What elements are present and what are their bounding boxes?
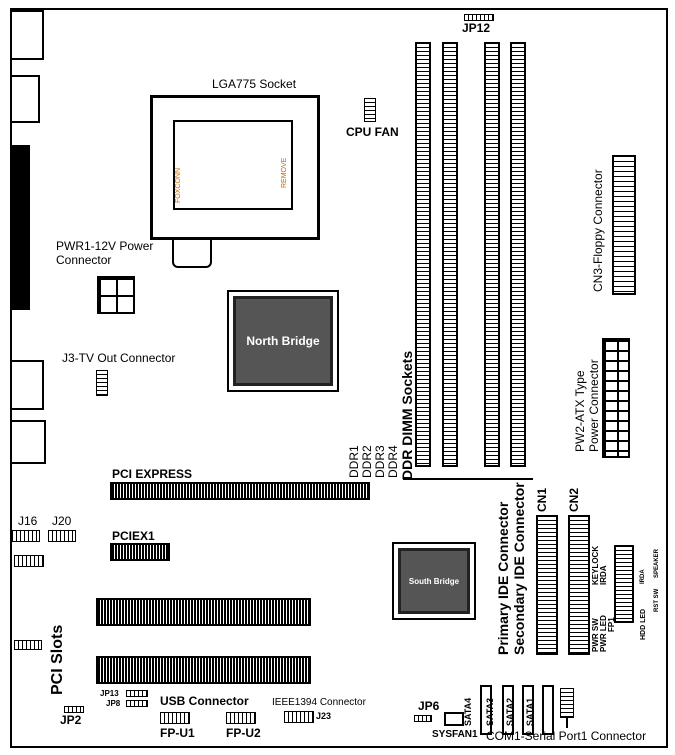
j20-label: J20	[52, 514, 72, 528]
fp1-header[interactable]	[614, 545, 634, 623]
atx-label-1: PW2-ATX Type	[573, 370, 587, 452]
pci-express-label: PCI EXPRESS	[112, 467, 193, 481]
j20-header	[48, 530, 76, 542]
audio-header	[14, 555, 44, 567]
north-bridge-chip: North Bridge	[233, 296, 333, 386]
socket-logo: FOXCONN	[175, 168, 182, 203]
pci-express-slot[interactable]	[110, 482, 370, 500]
jp6-header	[414, 715, 432, 722]
sata1-port[interactable]	[542, 685, 554, 735]
fp-u2-header[interactable]	[226, 712, 256, 724]
j23-header[interactable]	[284, 711, 314, 723]
ddr3-label: DDR3	[373, 445, 387, 478]
sata4-label: SATA4	[463, 697, 473, 726]
primary-ide-label: Primary IDE Connector	[495, 501, 511, 655]
jp6-label: JP6	[418, 699, 440, 713]
pci-slots-label: PCI Slots	[49, 624, 66, 695]
sysfan1-header[interactable]	[444, 712, 464, 726]
north-bridge-label: North Bridge	[246, 334, 320, 348]
cpu-fan-label: CPU FAN	[346, 125, 399, 139]
io-ps2-ports	[10, 10, 44, 60]
dimm-slot-ddr2[interactable]	[442, 42, 458, 467]
jp8-label: JP8	[106, 699, 121, 708]
ddr1-label: DDR1	[347, 445, 361, 478]
socket-remove-text: REMOVE	[281, 157, 288, 188]
fp-rst-sw-label: RST SW	[654, 588, 660, 612]
com-header-small	[14, 640, 42, 650]
south-bridge-label: South Bridge	[408, 576, 460, 586]
cn2-label: CN2	[567, 487, 581, 512]
dimm-sockets-label: DDR DIMM Sockets	[399, 350, 415, 480]
cn1-label: CN1	[535, 487, 549, 512]
com1-header[interactable]	[560, 688, 574, 718]
pciex1-label: PCIEX1	[112, 529, 155, 543]
lga775-socket: FOXCONN REMOVE	[150, 95, 320, 240]
ddr4-label: DDR4	[386, 445, 400, 478]
j16-label: J16	[18, 514, 38, 528]
fp-irda2-label: IRDA	[640, 569, 646, 584]
io-audio-ports	[10, 420, 46, 464]
jp13-header	[126, 690, 148, 697]
floppy-connector[interactable]	[612, 155, 636, 295]
secondary-ide-label: Secondary IDE Connector	[511, 482, 527, 655]
sata3-port[interactable]	[502, 685, 514, 735]
fp-speaker-label: SPEAKER	[654, 548, 660, 578]
pciex1-slot[interactable]	[110, 543, 170, 561]
jp12-label: JP12	[462, 21, 491, 35]
sata4-port[interactable]	[480, 685, 492, 735]
pwr1-label-1: PWR1-12V Power	[56, 239, 154, 253]
jp2-label: JP2	[60, 713, 82, 727]
dimm-slot-ddr3[interactable]	[484, 42, 500, 467]
pci-slot-1[interactable]	[96, 598, 311, 626]
fp-u2-label: FP-U2	[226, 726, 261, 740]
jp13-label: JP13	[100, 689, 119, 698]
dimm-slot-ddr1[interactable]	[415, 42, 431, 467]
primary-ide-connector[interactable]	[536, 515, 558, 655]
pwr1-label-2: Connector	[56, 253, 112, 267]
atx-power-connector[interactable]	[602, 338, 630, 458]
secondary-ide-connector[interactable]	[568, 515, 590, 655]
sysfan1-label: SYSFAN1	[432, 729, 478, 740]
jp2-header	[64, 706, 84, 713]
ddr2-label: DDR2	[360, 445, 374, 478]
fp-u1-header[interactable]	[160, 712, 190, 724]
io-parallel-port	[10, 145, 30, 310]
socket-lever	[172, 240, 212, 268]
com1-label: COM1-Serial Port1 Connector	[486, 729, 647, 743]
sata2-label: SATA2	[505, 697, 515, 726]
pci-slot-2[interactable]	[96, 656, 311, 684]
cpu-fan-header	[364, 98, 376, 122]
south-bridge-chip: South Bridge	[398, 548, 470, 614]
dimm-slot-ddr4[interactable]	[510, 42, 526, 467]
fp1-label: FP1	[607, 617, 616, 632]
j3-header	[96, 370, 108, 396]
jp8-header	[126, 700, 148, 707]
io-usb-ports	[10, 75, 40, 123]
floppy-label: CN3-Floppy Connector	[591, 169, 605, 292]
jp12-header	[464, 14, 494, 21]
atx-label-2: Power Connector	[587, 359, 601, 452]
ieee1394-label: IEEE1394 Connector	[272, 697, 366, 708]
fp-irda-label: IRDA	[599, 565, 608, 585]
fp-u1-label: FP-U1	[160, 726, 195, 740]
fp-hdd-led-label: HDD LED	[640, 608, 647, 640]
socket-label: LGA775 Socket	[212, 77, 297, 91]
io-vga-port	[10, 360, 44, 410]
sata3-label: SATA3	[485, 697, 495, 726]
j23-label: J23	[316, 711, 332, 721]
pwr1-connector	[97, 276, 135, 314]
j3-label: J3-TV Out Connector	[62, 351, 176, 365]
j16-header	[12, 530, 40, 542]
sata2-port[interactable]	[522, 685, 534, 735]
sata1-label: SATA1	[525, 697, 535, 726]
usb-connector-label: USB Connector	[160, 694, 249, 708]
